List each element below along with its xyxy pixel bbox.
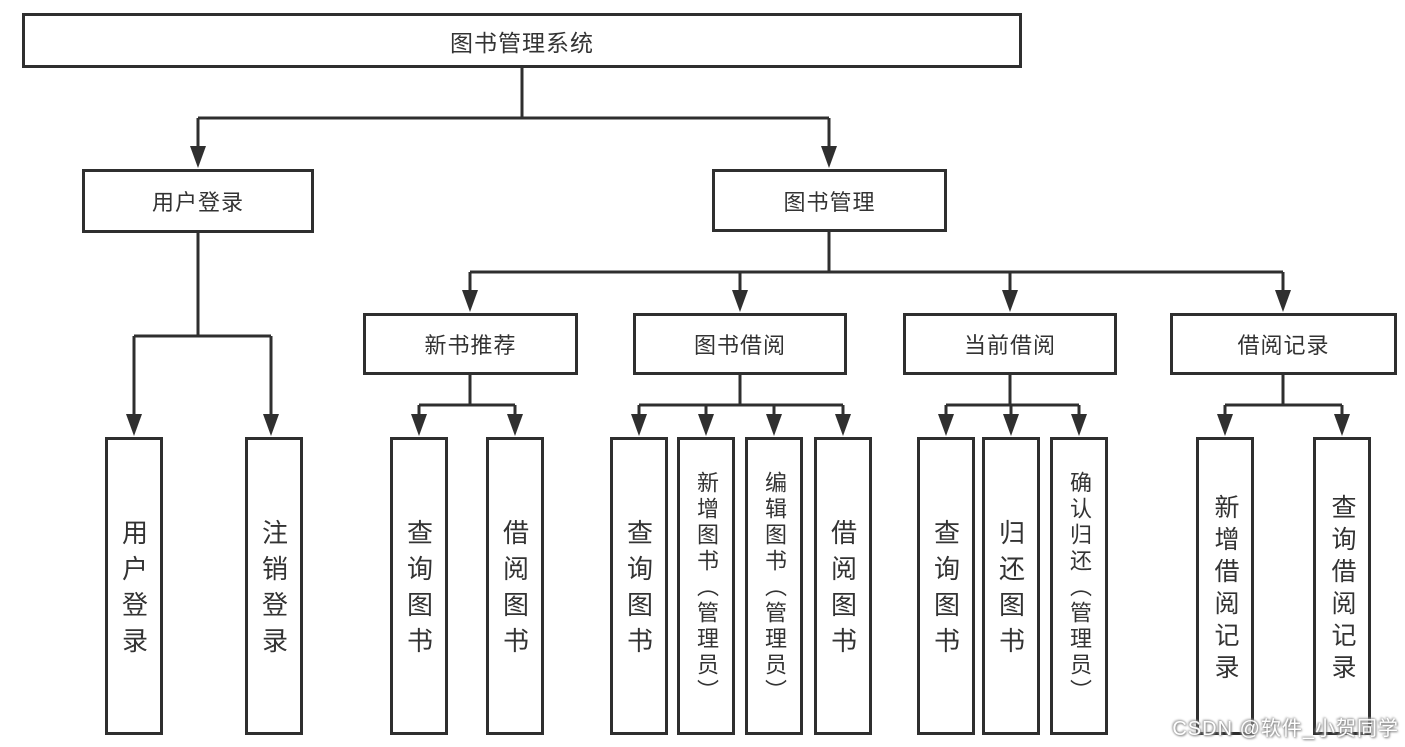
leaf-query-borrow-record: 查询借阅记录: [1313, 437, 1371, 735]
leaf-confirm-return-admin: 确认归还（管理员）: [1050, 437, 1108, 735]
leaf-query-books-current: 查询图书: [917, 437, 975, 735]
node-book-borrowing: 图书借阅: [633, 313, 847, 375]
leaf-label: 归还图书: [995, 519, 1026, 663]
arrowhead: [698, 414, 714, 436]
arrowhead: [1334, 414, 1350, 436]
node-new-book-recommend: 新书推荐: [363, 313, 578, 375]
leaf-query-books-recommend: 查询图书: [390, 437, 448, 735]
arrowhead: [732, 290, 748, 312]
leaf-label: 用户登录: [118, 519, 149, 663]
arrowhead: [263, 414, 279, 436]
leaf-query-books-borrowing: 查询图书: [610, 437, 668, 735]
leaf-label: 查询图书: [403, 519, 434, 663]
leaf-label: 查询图书: [623, 519, 654, 663]
leaf-label: 借阅图书: [499, 519, 530, 663]
arrowhead: [507, 414, 523, 436]
leaf-label: 注销登录: [258, 519, 289, 663]
node-book-management: 图书管理: [712, 169, 947, 232]
node-current-borrowing: 当前借阅: [903, 313, 1117, 375]
leaf-label: 确认归还（管理员）: [1067, 471, 1092, 705]
leaf-borrow-books-borrowing: 借阅图书: [814, 437, 872, 735]
arrowhead: [1002, 290, 1018, 312]
arrowhead: [411, 414, 427, 436]
arrowhead: [1071, 414, 1087, 436]
leaf-return-books: 归还图书: [982, 437, 1040, 735]
leaf-label: 借阅图书: [827, 519, 858, 663]
node-user-login: 用户登录: [82, 169, 314, 233]
arrowhead: [190, 146, 206, 168]
node-borrowing-records: 借阅记录: [1170, 313, 1397, 375]
leaf-add-book-admin: 新增图书（管理员）: [677, 437, 735, 735]
leaf-logout: 注销登录: [245, 437, 303, 735]
arrowhead: [631, 414, 647, 436]
arrowhead: [1003, 414, 1019, 436]
arrowhead: [1217, 414, 1233, 436]
leaf-label: 查询借阅记录: [1328, 493, 1356, 686]
leaf-label: 新增图书（管理员）: [694, 471, 719, 705]
arrowhead: [126, 414, 142, 436]
node-system-root: 图书管理系统: [22, 13, 1022, 68]
arrowhead: [1275, 290, 1291, 312]
arrowhead: [462, 290, 478, 312]
arrowhead: [938, 414, 954, 436]
leaf-label: 查询图书: [930, 519, 961, 663]
leaf-edit-book-admin: 编辑图书（管理员）: [745, 437, 803, 735]
arrowhead: [835, 414, 851, 436]
leaf-add-borrow-record: 新增借阅记录: [1196, 437, 1254, 735]
arrowhead: [766, 414, 782, 436]
leaf-label: 编辑图书（管理员）: [762, 471, 787, 705]
leaf-borrow-books-recommend: 借阅图书: [486, 437, 544, 735]
arrowhead: [821, 146, 837, 168]
leaf-label: 新增借阅记录: [1211, 493, 1239, 686]
leaf-user-login: 用户登录: [105, 437, 163, 735]
